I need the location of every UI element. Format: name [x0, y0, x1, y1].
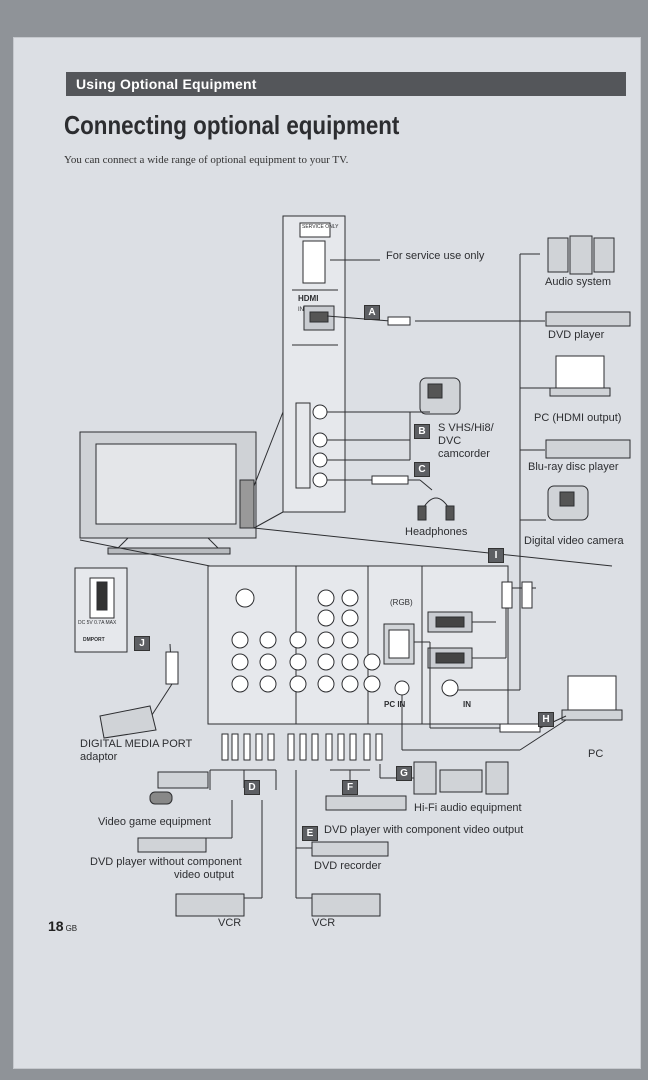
panel-label-in: IN	[298, 307, 304, 313]
tag-e: E	[302, 826, 318, 841]
tag-j: J	[134, 636, 150, 651]
tag-d: D	[244, 780, 260, 795]
label-dvd-nocomp-1: DVD player without component	[90, 856, 242, 868]
audio-r-jack	[312, 452, 328, 468]
s-video-rear-jack	[235, 588, 255, 608]
panel-label-pc-in: PC IN	[384, 700, 406, 709]
section-header-label: Using Optional Equipment	[76, 76, 257, 92]
dvd-recorder	[311, 841, 389, 857]
label-audio-system: Audio system	[545, 276, 612, 288]
label-pc-hdmi: PC (HDMI output)	[534, 412, 622, 424]
s-video-jack	[312, 404, 328, 420]
tag-b: B	[414, 424, 430, 439]
bluray-player	[545, 439, 631, 459]
service-port	[299, 222, 331, 238]
label-hifi: Hi-Fi audio equipment	[414, 802, 522, 814]
tag-h: H	[538, 712, 554, 727]
panel-label-dmport: DMPORT	[83, 637, 105, 643]
tag-f: F	[342, 780, 358, 795]
panel-label-rgb: (RGB)	[390, 598, 413, 607]
vcr-1	[175, 893, 245, 917]
pc-laptop	[567, 675, 617, 711]
page-number-value: 18	[48, 918, 64, 934]
label-vcr-2: VCR	[312, 917, 336, 929]
dvd-player	[545, 311, 631, 327]
game-controller	[149, 791, 173, 805]
label-vcr-1: VCR	[218, 917, 242, 929]
audio-system	[547, 237, 569, 273]
label-bluray: Blu-ray disc player	[528, 461, 619, 473]
tag-a: A	[364, 305, 380, 320]
vcr-2	[311, 893, 381, 917]
panel-label-hdmi-in: IN	[463, 700, 471, 709]
hifi-speaker-right	[485, 761, 509, 795]
label-headphones: Headphones	[405, 526, 468, 538]
label-dvd-component: DVD player with component video output	[324, 824, 524, 836]
tag-i: I	[488, 548, 504, 563]
label-dvd-nocomp-2: video output	[174, 869, 234, 881]
hifi-amp	[439, 769, 483, 793]
dvd-without-component	[137, 837, 207, 853]
game-console	[157, 771, 209, 789]
rear-panel	[207, 565, 509, 725]
pc-hdmi-laptop	[555, 355, 605, 389]
label-pc: PC	[588, 748, 604, 760]
section-header-bar: Using Optional Equipment	[66, 72, 626, 96]
intro-text: You can connect a wide range of optional…	[64, 154, 349, 166]
dvd-with-component	[325, 795, 407, 811]
audio-l-jack	[312, 432, 328, 448]
label-dmp-2: adaptor	[80, 751, 118, 763]
label-camcorder-3: camcorder	[438, 448, 490, 460]
panel-label-hdmi: HDMI	[298, 294, 319, 303]
panel-label-service: SERVICE ONLY	[302, 224, 339, 230]
label-game: Video game equipment	[98, 816, 211, 828]
label-dvd-player: DVD player	[548, 329, 605, 341]
label-camcorder-2: DVC	[438, 435, 462, 447]
label-service: For service use only	[386, 250, 485, 262]
dmp-adaptor	[99, 705, 157, 739]
label-dvd-recorder: DVD recorder	[314, 860, 382, 872]
label-camcorder-1: S VHS/Hi8/	[438, 422, 494, 434]
page-title: Connecting optional equipment	[64, 110, 400, 140]
headphone-jack	[312, 472, 328, 488]
tag-c: C	[414, 462, 430, 477]
panel-label-dc: DC 5V 0.7A MAX	[78, 620, 117, 626]
hifi-speaker-left	[413, 761, 437, 795]
label-digital-video-camera: Digital video camera	[524, 535, 624, 547]
page-number-suffix: GB	[65, 924, 78, 933]
label-dmp-1: DIGITAL MEDIA PORT	[80, 738, 193, 750]
tag-g: G	[396, 766, 412, 781]
